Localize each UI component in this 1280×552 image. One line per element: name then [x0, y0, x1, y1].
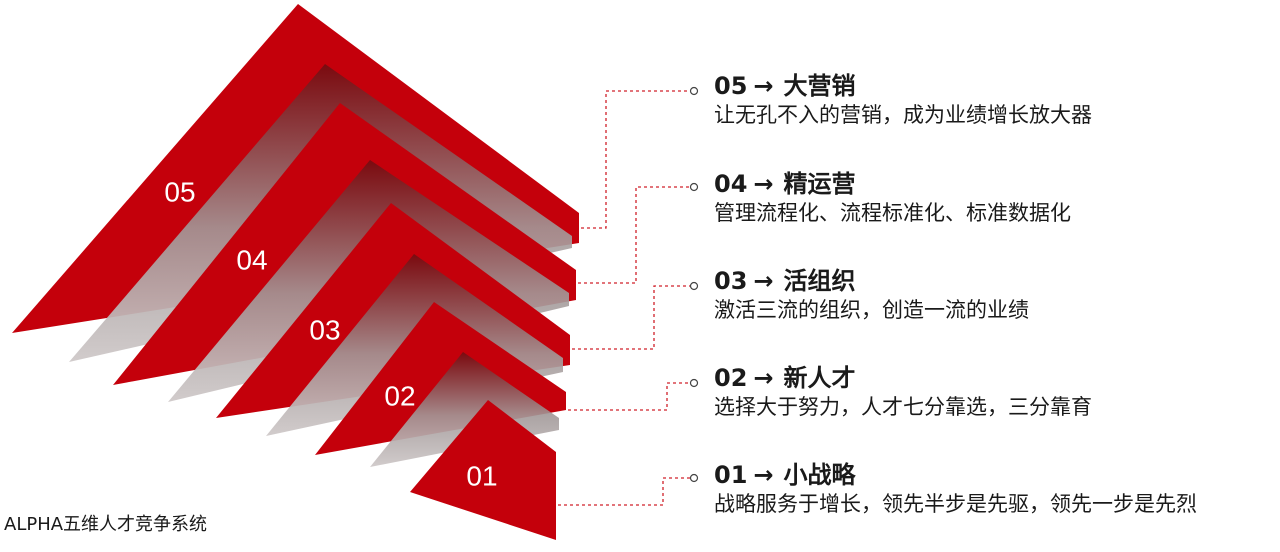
connector-dot-05	[689, 86, 699, 96]
connector-line-01	[558, 477, 690, 506]
connector-dot-04	[689, 182, 699, 192]
arrow-right-icon: →	[753, 461, 774, 489]
layer-item-number: 02	[714, 364, 748, 392]
pyramid-layer-01	[410, 400, 556, 540]
layer-description-03: 激活三流的组织，创造一流的业绩	[714, 298, 1029, 322]
arrow-right-icon: →	[753, 364, 774, 392]
layer-item-title: 新人才	[783, 364, 856, 392]
layer-title-02: 02→ 新人才	[714, 363, 1280, 393]
layer-item-02: 02→ 新人才选择大于努力，人才七分靠选，三分靠育	[714, 363, 1280, 421]
connector-dot-01	[689, 473, 699, 483]
arrow-right-icon: →	[753, 267, 774, 295]
layer-item-03: 03→ 活组织激活三流的组织，创造一流的业绩	[714, 266, 1280, 324]
layer-item-05: 05→ 大营销让无孔不入的营销，成为业绩增长放大器	[714, 71, 1280, 129]
layer-description-05: 让无孔不入的营销，成为业绩增长放大器	[714, 103, 1092, 127]
pyramid-layer-02-label: 02	[384, 380, 415, 411]
arrow-right-icon: →	[753, 72, 774, 100]
layer-item-title: 小战略	[783, 461, 856, 489]
pyramid-layer-04-label: 04	[236, 244, 267, 275]
layer-description-02: 选择大于努力，人才七分靠选，三分靠育	[714, 395, 1092, 419]
pyramid-layer-01-label: 01	[466, 460, 497, 491]
layer-item-number: 05	[714, 72, 748, 100]
connector-dot-02	[689, 378, 699, 388]
layer-title-01: 01→ 小战略	[714, 460, 1280, 490]
connector-line-03	[572, 285, 690, 350]
layer-item-title: 大营销	[783, 72, 856, 100]
arrow-right-icon: →	[753, 170, 774, 198]
layer-item-number: 04	[714, 170, 748, 198]
layer-title-05: 05→ 大营销	[714, 71, 1280, 101]
layer-item-number: 01	[714, 461, 748, 489]
watermark	[890, 462, 1280, 498]
pyramid-layer-05-label: 05	[164, 176, 195, 207]
connector-line-04	[578, 186, 690, 284]
layer-item-title: 活组织	[783, 267, 856, 295]
layer-item-01: 01→ 小战略战略服务于增长，领先半步是先驱，领先一步是先烈	[714, 460, 1280, 518]
layer-description-01: 战略服务于增长，领先半步是先驱，领先一步是先烈	[714, 492, 1197, 516]
connector-dot-03	[689, 281, 699, 291]
connector-line-05	[581, 90, 690, 229]
layer-description-04: 管理流程化、流程标准化、标准数据化	[714, 201, 1071, 225]
diagram-caption: ALPHA五维人才竞争系统	[4, 514, 208, 535]
layer-item-title: 精运营	[783, 170, 856, 198]
layer-title-04: 04→ 精运营	[714, 169, 1280, 199]
layer-title-03: 03→ 活组织	[714, 266, 1280, 296]
connector-line-02	[568, 382, 690, 411]
pyramid-layer-03-label: 03	[309, 314, 340, 345]
layer-item-04: 04→ 精运营管理流程化、流程标准化、标准数据化	[714, 169, 1280, 227]
layer-item-number: 03	[714, 267, 748, 295]
